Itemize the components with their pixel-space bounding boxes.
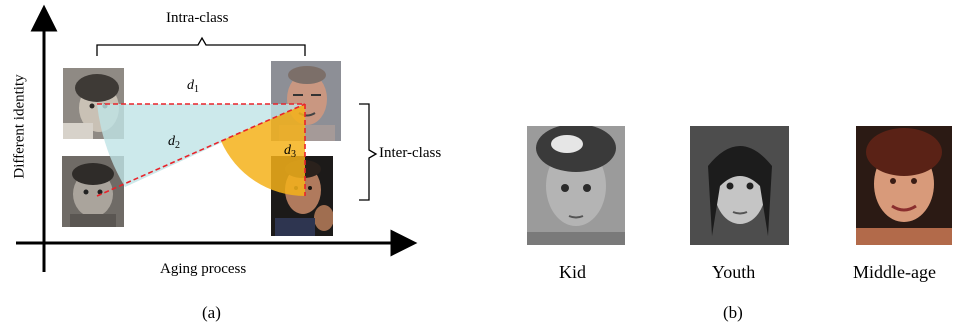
distance-subscript: 3 (291, 149, 296, 160)
intra-class-brace (96, 36, 306, 56)
face-middle-age (856, 126, 952, 245)
face-kid (527, 126, 625, 245)
distance-label-d2: d2 (168, 134, 180, 151)
distance-symbol: d (284, 143, 291, 158)
distance-label-d1: d1 (187, 78, 199, 95)
distance-symbol: d (187, 78, 194, 93)
caption-a: (a) (202, 303, 221, 322)
distance-line-d2 (96, 103, 306, 197)
age-label-kid: Kid (559, 262, 586, 282)
y-axis-label: Different identity (11, 74, 28, 179)
face-kid-2 (62, 156, 124, 227)
distance-label-d3: d3 (284, 143, 296, 160)
intra-class-region (97, 104, 305, 187)
distance-symbol: d (168, 134, 175, 149)
distance-subscript: 2 (175, 140, 180, 151)
inter-class-brace (359, 103, 378, 201)
face-youth (690, 126, 789, 245)
age-label-youth: Youth (712, 262, 756, 282)
intra-class-label: Intra-class (166, 10, 229, 26)
caption-b: (b) (723, 303, 743, 322)
distance-subscript: 1 (194, 84, 199, 95)
inter-class-region (221, 104, 305, 196)
inter-class-label: Inter-class (379, 145, 442, 161)
x-axis-label: Aging process (160, 261, 247, 277)
age-label-middle-age: Middle-age (853, 262, 936, 282)
